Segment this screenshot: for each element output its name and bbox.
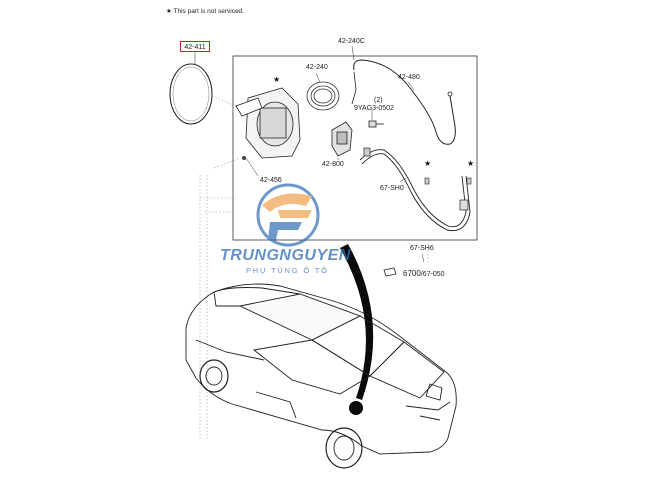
fuel-lid-part [169,63,213,125]
callout-bolt[interactable]: 9YAG3-0502 [354,105,394,112]
clip-right-part [466,177,472,185]
connector-6700-icon [383,267,397,277]
callout-clip[interactable]: 42-456 [260,177,282,184]
callout-housing[interactable]: 42-240 [306,64,328,71]
section-reference[interactable]: 6700/67-050 [403,269,445,278]
fuel-lid-inner [172,66,210,122]
wiring-harness-part [359,149,471,232]
dotted-guides [199,95,429,440]
callout-actuator[interactable]: 42-800 [322,161,344,168]
callout-wiring-2[interactable]: 67-SH6 [410,245,434,252]
leader-67-sh6 [421,253,425,263]
fuel-door-location [349,401,363,415]
grommet-part [459,199,469,211]
car-illustration [185,283,457,469]
connector-part [363,147,371,157]
release-cable-part [353,59,456,145]
star-icon: ★ [166,8,172,15]
callout-cable-assy[interactable]: 42-240C [338,38,365,45]
note-text: This part is not serviced. [173,8,244,15]
section-ref-number: 6700 [403,269,421,278]
callout-cable[interactable]: 42-480 [398,74,420,81]
leader-67-sh0 [399,177,407,183]
clip-part [242,156,246,160]
bolt-part [368,120,384,128]
star-icon-clip: ★ [424,159,432,168]
watermark-name: TRUNGNGUYEN [220,247,351,264]
leader-housing-clip [245,157,259,177]
watermark-logo-icon [256,183,320,247]
section-ref-sub: /67-050 [420,271,445,278]
clip-small-part [424,177,430,185]
callout-bolt-qty: (2) [374,97,383,104]
not-serviced-note: ★ This part is not serviced. [166,7,244,15]
callout-fuel-lid[interactable]: 42-411 [180,41,210,52]
gasket-ring-part [306,81,340,111]
watermark-subtitle: PHỤ TÙNG Ô TÔ [246,266,329,275]
detail-frame [232,55,478,241]
filler-housing-part [235,87,301,159]
leader-42-240c [351,45,355,61]
star-icon-housing: ★ [273,75,281,84]
pointer-arrow [340,244,374,400]
star-icon-clip-right: ★ [467,159,475,168]
callout-wiring-1[interactable]: 67-SH0 [380,185,404,192]
actuator-part [331,121,353,157]
leader-42-480 [407,81,415,91]
leader-42-240 [315,72,321,83]
